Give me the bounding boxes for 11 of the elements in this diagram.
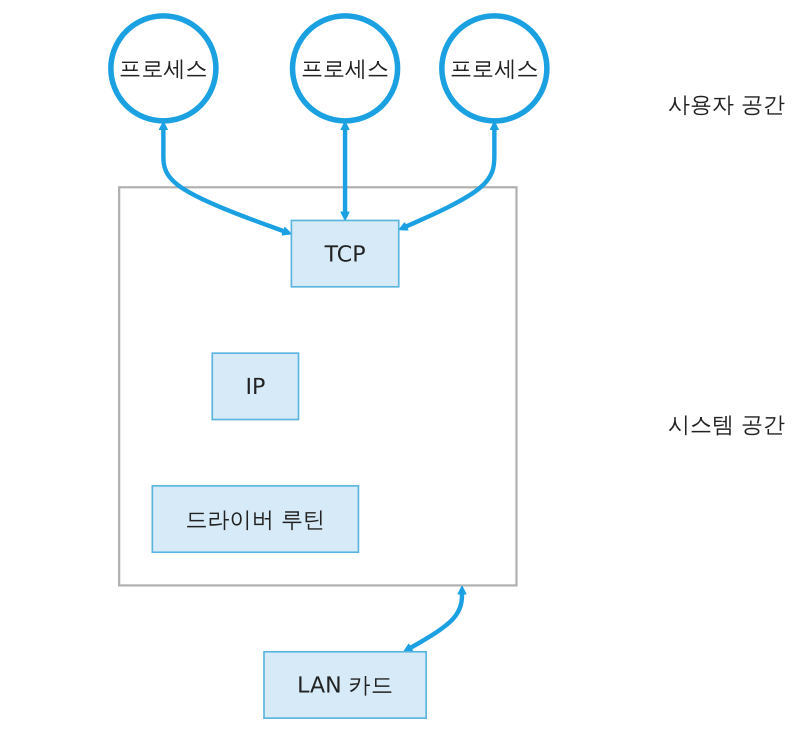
node-box: TCP	[290, 220, 400, 288]
double-arrow	[403, 585, 467, 652]
cluster	[118, 186, 518, 587]
node-circle: 프로세스	[439, 13, 550, 124]
node-circle: 프로세스	[290, 13, 400, 124]
region-label: 사용자 공간	[668, 92, 785, 120]
node-circle: 프로세스	[108, 13, 219, 124]
node-box: IP	[212, 352, 300, 420]
node-box: LAN 카드	[263, 650, 428, 719]
region-label: 시스템 공간	[668, 412, 785, 440]
node-box: 드라이버 루틴	[152, 485, 360, 554]
